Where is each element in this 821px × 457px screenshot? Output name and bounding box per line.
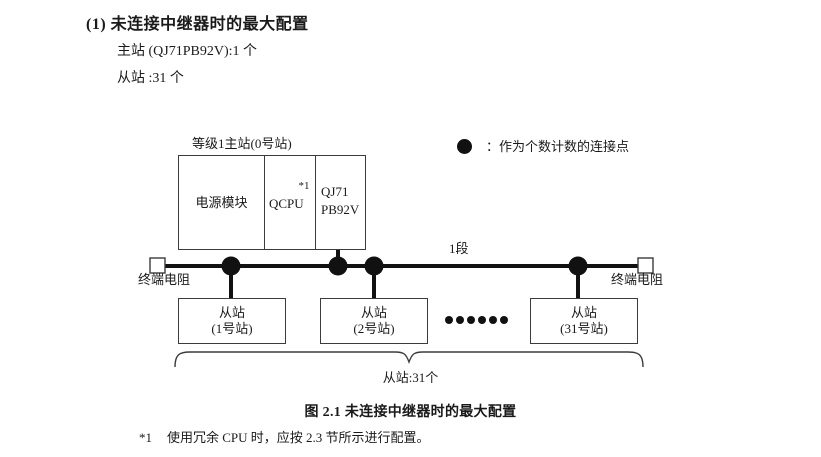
connection-node-master bbox=[328, 256, 348, 276]
rack-divider-2 bbox=[315, 156, 316, 249]
legend-text: 作为个数计数的连接点 bbox=[499, 139, 630, 154]
slave-1-line2: (1号站) bbox=[211, 321, 253, 337]
rack-cell-qcpu: QCPU bbox=[269, 196, 304, 211]
master-station-caption: 等级1主站(0号站) bbox=[192, 136, 292, 151]
footnote-mark: *1 bbox=[139, 430, 152, 445]
slave-station-1: 从站 (1号站) bbox=[178, 298, 286, 344]
legend-label: ：作为个数计数的连接点 bbox=[486, 136, 629, 155]
connection-node-slave-2 bbox=[364, 256, 384, 276]
section-line-master: 主站 (QJ71PB92V):1 个 bbox=[117, 44, 258, 59]
rack-cell-module-line2: PB92V bbox=[321, 202, 360, 217]
footnote-text: 使用冗余 CPU 时，应按 2.3 节所示进行配置。 bbox=[167, 430, 430, 445]
segment-label: 1段 bbox=[449, 241, 469, 256]
connection-node-slave-1 bbox=[221, 256, 241, 276]
slave-2-line1: 从站 bbox=[360, 305, 387, 320]
terminator-left-label: 终端电阻 bbox=[138, 272, 191, 287]
terminator-right-label: 终端电阻 bbox=[611, 272, 664, 287]
rack-cell-qcpu-footnote-mark: *1 bbox=[298, 180, 310, 192]
rack-cell-power-module: 电源模块 bbox=[195, 195, 248, 210]
rack-divider-1 bbox=[264, 156, 265, 249]
slave-2-line2: (2号站) bbox=[353, 321, 395, 337]
legend-separator: ： bbox=[486, 139, 500, 154]
slave-group-brace bbox=[174, 351, 644, 368]
section-title-text: 未连接中继器时的最大配置 bbox=[110, 16, 309, 33]
page-footnote: *1 使用冗余 CPU 时，应按 2.3 节所示进行配置。 bbox=[139, 427, 430, 446]
connection-node-slave-31 bbox=[568, 256, 588, 276]
ellipsis-dots bbox=[445, 316, 508, 324]
slave-1-line1: 从站 bbox=[218, 305, 245, 320]
section-number: (1) bbox=[86, 16, 107, 33]
slave-31-line1: 从站 bbox=[570, 305, 597, 320]
slave-31-line2: (31号站) bbox=[560, 321, 608, 337]
terminator-right-icon bbox=[637, 257, 654, 274]
terminator-left-icon bbox=[149, 257, 166, 274]
figure-caption: 图 2.1 未连接中继器时的最大配置 bbox=[304, 405, 517, 420]
master-rack: 电源模块 QCPU *1 QJ71 PB92V bbox=[178, 155, 366, 250]
section-heading: (1) 未连接中继器时的最大配置 bbox=[86, 10, 309, 34]
slave-count-label: 从站:31个 bbox=[382, 370, 439, 385]
legend-filled-circle-icon bbox=[457, 139, 472, 154]
slave-station-31: 从站 (31号站) bbox=[530, 298, 638, 344]
rack-cell-module-line1: QJ71 bbox=[321, 184, 349, 199]
section-line-slave: 从站 :31 个 bbox=[117, 71, 184, 86]
slave-station-2: 从站 (2号站) bbox=[320, 298, 428, 344]
